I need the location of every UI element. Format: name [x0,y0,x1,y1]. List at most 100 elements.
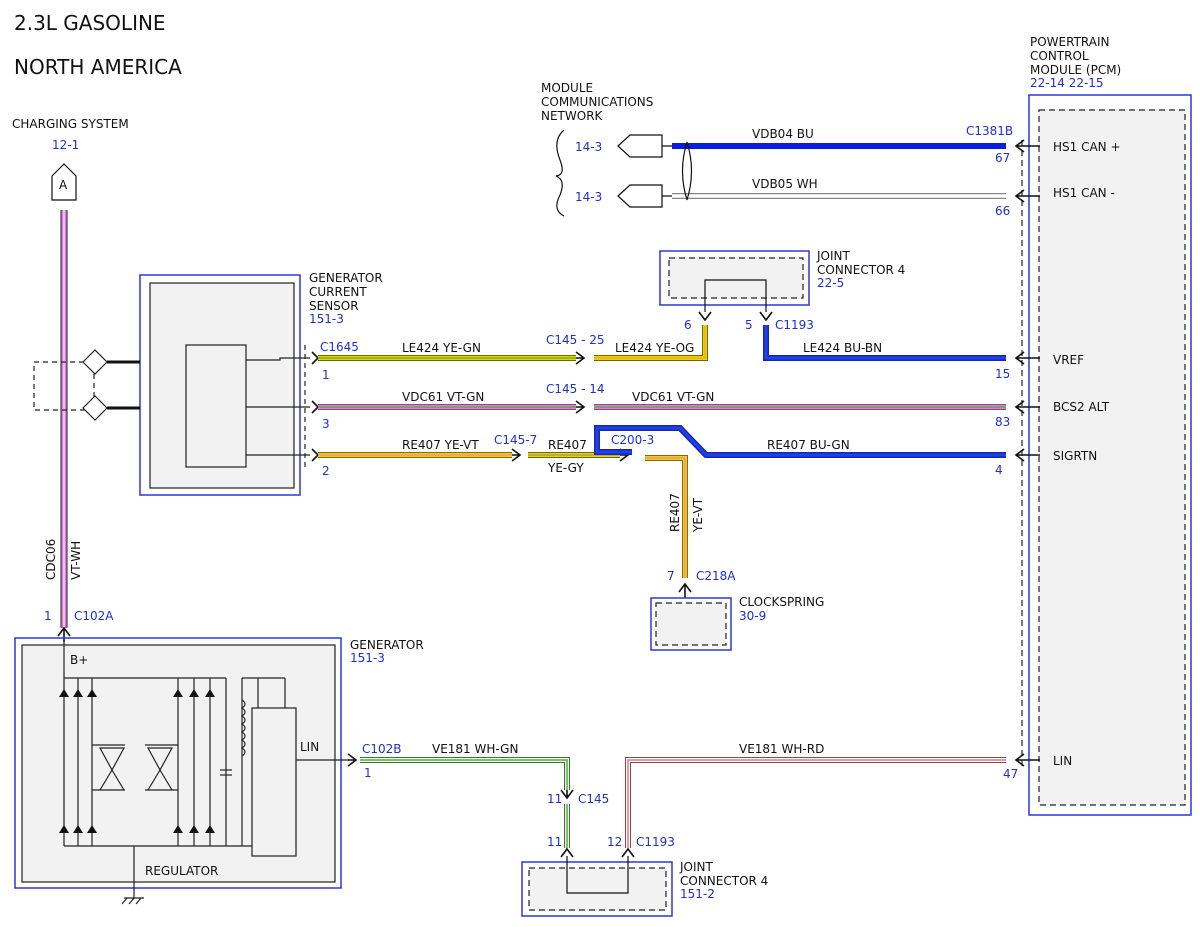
wire-re407-d-label-1: RE407 [668,493,682,532]
pcm-connector-label: C1381B [966,124,1013,138]
generator-label: GENERATOR [350,638,424,652]
mcn-brace-icon [555,129,565,217]
wire-cdc06-label-1: CDC06 [44,539,58,580]
jc4-bottom-ref[interactable]: 151-2 [680,887,715,901]
c102a-label: C102A [74,609,114,623]
jc4-top-connector: C1193 [775,318,814,332]
c102b-pin: 1 [364,766,372,780]
c145-7-arrow-icon [511,448,522,462]
clockspring-inner [655,602,727,646]
pcm-pin-name-5: LIN [1053,754,1072,768]
wire-ve181-b-label: VE181 WH-RD [739,742,824,756]
gcs-element [185,344,247,468]
pcm-label-1: POWERTRAIN [1030,35,1110,49]
gcs-box [139,274,301,496]
jc4-bottom-inner [528,867,667,911]
wire-vdb04-label: VDB04 BU [752,127,814,141]
wire-le424-b [594,325,708,361]
generator-rectifier-icon [63,642,286,905]
gcs-pin-2: 2 [322,464,330,478]
pcm-label-3: MODULE (PCM) [1030,63,1121,77]
mcn-connector-bottom-icon [617,184,663,208]
mcn-ref-bottom[interactable]: 14-3 [575,190,602,204]
can-plus-return-icon [662,145,672,197]
wire-re407-d [645,455,688,578]
clockspring-box [650,597,732,651]
jc4-bottom-label-2: CONNECTOR 4 [680,874,768,888]
c200-3-label: C200-3 [611,433,654,447]
wire-ve181-a [360,757,570,790]
c145-7-label: C145-7 [494,433,537,447]
generator-box [14,637,342,889]
clockspring-ref[interactable]: 30-9 [739,609,766,623]
c145-pin: 11 [547,792,562,806]
pcm-pin-num-1: 66 [995,204,1010,218]
c218a-pin: 7 [667,569,675,583]
wire-le424-c [763,325,1006,361]
jc4-top-inner [668,257,804,299]
pcm-label-2: CONTROL [1030,49,1089,63]
header-engine: 2.3L GASOLINE [14,11,166,35]
wire-re407-b-label-2: YE-GY [547,461,584,475]
jc4-top-splice [704,279,767,312]
jc4-top-arrow-right-icon [759,311,773,322]
c102a-pin: 1 [44,609,52,623]
jc4-bottom-arrow-left-icon [560,847,574,858]
pcm-pin-num-2: 15 [995,367,1010,381]
c218a-arrow-icon [678,582,692,598]
mcn-label-1: MODULE [541,81,593,95]
wire-ve181-a-label: VE181 WH-GN [432,742,518,756]
wire-vdc61-b-label: VDC61 VT-GN [632,390,714,404]
generator-ref[interactable]: 151-3 [350,651,385,665]
mcn-ref-top[interactable]: 14-3 [575,140,602,154]
c102a-connector-icon [57,626,71,642]
jc4-top-arrow-left-icon [698,311,712,322]
pcm-refs[interactable]: 22-14 22-15 [1030,76,1104,90]
wire-re407-d-label-2: YE-VT [691,497,705,533]
pcm-pin-num-0: 67 [995,151,1010,165]
wire-re407-c [594,425,1006,458]
generator-regulator-block [251,707,297,857]
charging-system-ref[interactable]: 12-1 [52,138,79,152]
gcs-label-3: SENSOR [309,299,359,313]
gcs-sensor-coil-1-icon [82,349,108,375]
pcm-pin-num-4: 4 [995,463,1003,477]
gcs-sensor-coil-2-icon [82,395,108,421]
mcn-label-3: NETWORK [541,109,604,123]
generator-diodes [59,689,215,833]
pcm-pin-num-5: 47 [1003,767,1018,781]
jc4-top-pin-left: 6 [684,318,692,332]
jc4-top-label-2: CONNECTOR 4 [817,263,905,277]
pcm-pin-name-4: SIGRTN [1053,449,1097,463]
gcs-ref[interactable]: 151-3 [309,312,344,326]
c218a-label: C218A [696,569,736,583]
jc4-top-ref[interactable]: 22-5 [817,276,844,290]
c145-14-label: C145 - 14 [546,382,605,396]
wire-le424-a-label: LE424 YE-GN [402,341,481,355]
generator-regulator: REGULATOR [145,864,218,878]
wire-re407-c-label: RE407 BU-GN [767,438,850,452]
jc4-bottom-box [521,861,673,917]
jc4-bottom-pin-left: 11 [547,835,562,849]
jc4-bottom-connector: C1193 [636,835,675,849]
offpage-connector-a: A [51,163,77,201]
twisted-pair-icon [681,141,693,201]
wire-re407-b-label-1: RE407 [548,438,587,452]
jc4-top-pin-right: 5 [745,318,753,332]
c102b-label: C102B [362,742,402,756]
header-region: NORTH AMERICA [14,55,182,79]
jc4-bottom-pin-right: 12 [607,835,622,849]
wire-vdb05-label: VDB05 WH [752,177,818,191]
offpage-connector-letter: A [59,178,68,192]
gcs-sensor-dash [33,361,95,411]
gcs-internal-leads [246,357,310,456]
pcm-pin-num-3: 83 [995,415,1010,429]
c145-25-label: C145 - 25 [546,333,605,347]
pcm-pin-name-3: BCS2 ALT [1053,400,1110,414]
c145-arrow-icon [560,789,574,800]
pcm-pin-name-1: HS1 CAN - [1053,186,1115,200]
wire-re407-a-label: RE407 YE-VT [402,438,479,452]
gcs-label-2: CURRENT [309,285,367,299]
mcn-label-2: COMMUNICATIONS [541,95,653,109]
c145-label: C145 [578,792,609,806]
